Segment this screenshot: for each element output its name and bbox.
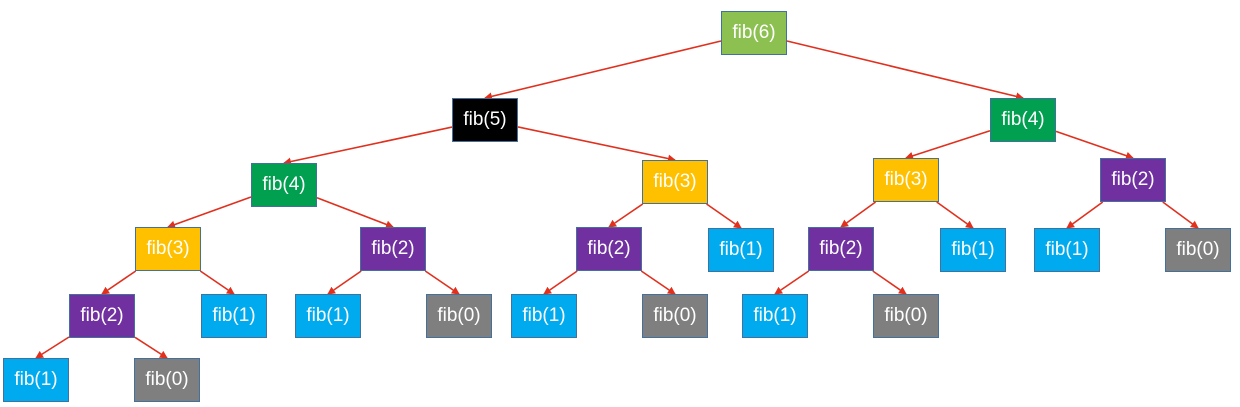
tree-node-fib0: fib(0) (426, 294, 492, 338)
node-label: fib(1) (306, 305, 350, 326)
edge-n7-n15 (101, 270, 137, 295)
node-label: fib(0) (884, 305, 928, 326)
edge-n9-n20 (640, 270, 676, 295)
node-label: fib(2) (819, 238, 863, 259)
edge-n15-n24 (134, 336, 168, 359)
node-label: fib(2) (1111, 169, 1155, 190)
node-label: fib(3) (146, 238, 190, 259)
edge-n4-n9 (608, 203, 644, 228)
tree-node-fib1: fib(1) (940, 228, 1006, 272)
node-label: fib(0) (653, 305, 697, 326)
tree-node-fib2: fib(2) (808, 227, 874, 271)
tree-node-fib6: fib(6) (721, 11, 787, 55)
edge-n7-n16 (199, 270, 235, 295)
node-label: fib(6) (732, 22, 776, 43)
tree-node-fib4: fib(4) (990, 98, 1056, 142)
edge-n11-n22 (872, 270, 907, 295)
tree-node-fib1: fib(1) (1034, 228, 1100, 272)
node-label: fib(5) (463, 109, 507, 130)
tree-node-fib2: fib(2) (576, 227, 642, 271)
edge-n0-n2 (786, 40, 1024, 101)
edge-n1-n4 (517, 126, 676, 163)
edge-n1-n3 (283, 126, 453, 166)
edge-n2-n5 (905, 129, 991, 160)
node-label: fib(0) (1176, 239, 1220, 260)
node-label: fib(3) (653, 171, 697, 192)
edge-n0-n1 (484, 40, 722, 101)
node-label: fib(2) (80, 305, 124, 326)
node-label: fib(1) (719, 239, 763, 260)
tree-node-fib2: fib(2) (69, 294, 135, 338)
tree-node-fib3: fib(3) (873, 158, 939, 202)
node-label: fib(3) (884, 169, 928, 190)
edge-n8-n17 (327, 270, 362, 295)
node-label: fib(1) (1045, 239, 1089, 260)
node-label: fib(1) (522, 305, 566, 326)
tree-node-fib1: fib(1) (3, 358, 69, 402)
edge-n3-n7 (167, 196, 252, 229)
tree-node-fib1: fib(1) (708, 228, 774, 272)
node-label: fib(1) (951, 239, 995, 260)
edge-n4-n10 (706, 203, 742, 229)
tree-node-fib1: fib(1) (201, 294, 267, 338)
edge-n15-n23 (35, 336, 70, 359)
node-label: fib(1) (212, 305, 256, 326)
node-label: fib(0) (437, 305, 481, 326)
edge-n9-n19 (543, 270, 578, 295)
node-label: fib(2) (371, 238, 415, 259)
edge-n11-n21 (774, 270, 810, 295)
edge-n6-n14 (1162, 201, 1199, 229)
edge-n6-n13 (1066, 201, 1104, 229)
node-label: fib(0) (145, 369, 189, 390)
tree-node-fib0: fib(0) (642, 294, 708, 338)
tree-node-fib2: fib(2) (1100, 158, 1166, 202)
tree-node-fib4: fib(4) (251, 163, 317, 207)
tree-node-fib1: fib(1) (511, 294, 577, 338)
edge-n3-n8 (316, 196, 394, 229)
tree-node-fib0: fib(0) (1165, 228, 1231, 272)
edge-n8-n18 (424, 270, 460, 295)
node-label: fib(1) (753, 305, 797, 326)
node-label: fib(2) (587, 238, 631, 259)
tree-node-fib3: fib(3) (642, 160, 708, 204)
node-label: fib(1) (14, 369, 58, 390)
tree-node-fib3: fib(3) (135, 227, 201, 271)
tree-node-fib1: fib(1) (742, 294, 808, 338)
edge-n5-n11 (840, 201, 877, 228)
tree-node-fib2: fib(2) (360, 227, 426, 271)
edge-n5-n12 (936, 201, 974, 229)
edge-n2-n6 (1055, 130, 1134, 160)
tree-node-fib0: fib(0) (134, 358, 200, 402)
tree-node-fib0: fib(0) (873, 294, 939, 338)
tree-node-fib1: fib(1) (295, 294, 361, 338)
node-label: fib(4) (262, 174, 306, 195)
node-label: fib(4) (1001, 109, 1045, 130)
tree-node-fib5: fib(5) (452, 98, 518, 142)
